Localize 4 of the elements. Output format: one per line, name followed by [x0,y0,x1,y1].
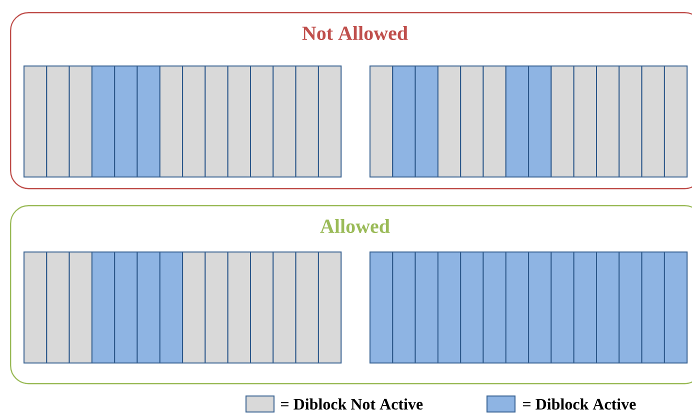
legend-label: = Diblock Not Active [281,398,423,410]
legend-label: = Diblock Active [523,398,636,410]
panel: Not Allowed [10,12,692,190]
panel: Allowed [10,205,692,384]
